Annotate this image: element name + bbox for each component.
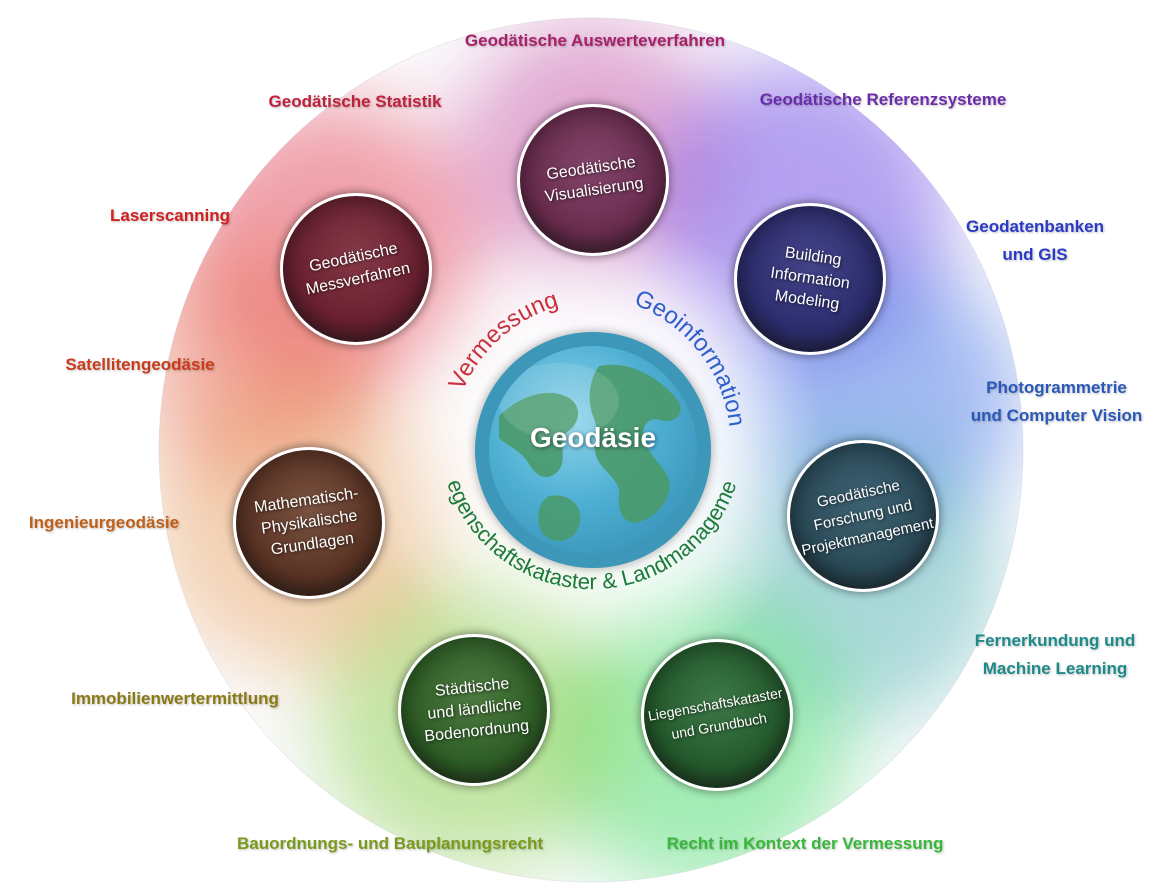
globe-sphere (489, 346, 697, 554)
continents-graphic (499, 363, 681, 541)
circle-messverfahren-text: Geodätische Messverfahren (304, 240, 412, 299)
label-immobilien: Immobilienwertermittlung (71, 689, 279, 708)
label-satellitengeodaesie: Satellitengeodäsie (65, 355, 215, 374)
label-photogrammetrie: Photogrammetrie und Computer Vision (970, 378, 1143, 425)
globe: Geodäsie (475, 332, 711, 568)
circle-bim: Building Information Modeling (734, 203, 886, 355)
label-referenzsysteme: Geodätische Referenzsysteme (759, 90, 1007, 109)
circle-bodenordnung: Städtische und ländliche Bodenordnung (398, 634, 550, 786)
circle-visualisierung-text: Geodätische Visualisierung (544, 153, 645, 206)
label-geodatenbanken: Geodatenbanken und GIS (966, 217, 1104, 264)
circle-visualisierung: Geodätische Visualisierung (517, 104, 669, 256)
circle-forschung-text: Geodätische Forschung und Projektmanagem… (800, 476, 935, 560)
label-recht: Recht im Kontext der Vermessung (666, 834, 944, 853)
globe-label: Geodäsie (529, 422, 657, 453)
circle-grundbuch-text: Liegenschaftskataster und Grundbuch (646, 684, 784, 743)
circle-messverfahren: Geodätische Messverfahren (280, 193, 432, 345)
label-auswerteverfahren: Geodätische Auswerteverfahren (464, 31, 726, 50)
label-bauordnung: Bauordnungs- und Bauplanungsrecht (237, 834, 543, 853)
circle-bim-text: Building Information Modeling (769, 244, 851, 314)
circle-forschung: Geodätische Forschung und Projektmanagem… (787, 440, 939, 592)
circle-grundlagen: Mathematisch- Physikalische Grundlagen (233, 447, 385, 599)
label-laserscanning: Laserscanning (110, 206, 230, 225)
circle-grundlagen-text: Mathematisch- Physikalische Grundlagen (252, 485, 359, 559)
label-statistik: Geodätische Statistik (268, 92, 442, 111)
circle-bodenordnung-text: Städtische und ländliche Bodenordnung (423, 675, 530, 746)
label-ingenieurgeodaesie: Ingenieurgeodäsie (28, 513, 180, 532)
circle-grundbuch: Liegenschaftskataster und Grundbuch (641, 639, 793, 791)
label-fernerkundung: Fernerkundung und Machine Learning (974, 631, 1136, 678)
